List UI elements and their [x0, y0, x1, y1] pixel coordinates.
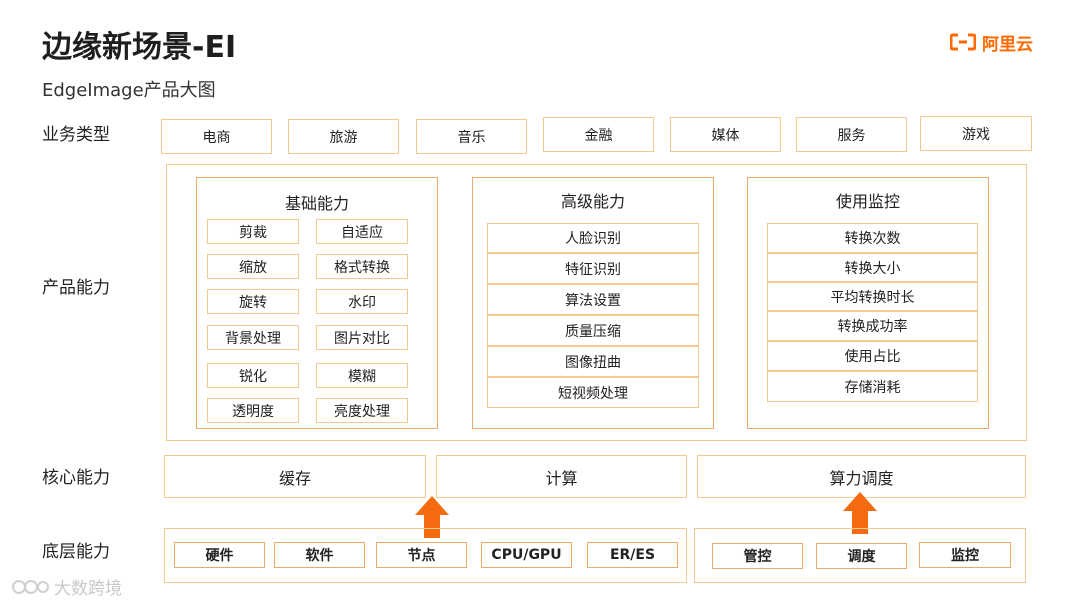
monitor-item: 转换成功率 — [767, 311, 978, 341]
aliyun-logo: 阿里云 — [950, 28, 1040, 56]
base-item: 管控 — [712, 543, 803, 569]
basic-item: 剪裁 — [207, 219, 299, 244]
row-label-product: 产品能力 — [42, 278, 110, 298]
advanced-item: 短视频处理 — [487, 377, 699, 408]
business-type-box: 旅游 — [288, 119, 399, 154]
advanced-item: 质量压缩 — [487, 315, 699, 346]
monitor-group-title: 使用监控 — [835, 192, 900, 211]
watermark: 大数跨境 — [10, 574, 122, 599]
base-item: 硬件 — [174, 542, 265, 568]
row-label-core: 核心能力 — [42, 468, 110, 488]
base-item: 调度 — [816, 543, 907, 569]
advanced-item: 图像扭曲 — [487, 346, 699, 377]
row-label-base: 底层能力 — [42, 542, 110, 562]
page-subtitle: EdgeImage产品大图 — [42, 80, 216, 101]
business-type-box: 金融 — [543, 117, 654, 152]
business-type-box: 服务 — [796, 117, 907, 152]
advanced-capability-group — [472, 177, 714, 429]
basic-item: 旋转 — [207, 289, 299, 314]
business-type-box: 音乐 — [416, 119, 527, 154]
row-label-business: 业务类型 — [42, 125, 110, 145]
base-item: 节点 — [376, 542, 467, 568]
base-item: CPU/GPU — [481, 542, 572, 568]
core-capability-box: 算力调度 — [697, 455, 1026, 498]
basic-item: 自适应 — [316, 219, 408, 244]
advanced-group-title: 高级能力 — [560, 192, 625, 211]
core-capability-box: 计算 — [436, 455, 687, 498]
business-type-box: 媒体 — [670, 117, 781, 152]
basic-item: 透明度 — [207, 398, 299, 423]
advanced-item: 特征识别 — [487, 253, 699, 284]
watermark-text: 大数跨境 — [54, 579, 122, 599]
monitor-item: 使用占比 — [767, 341, 978, 371]
basic-item: 图片对比 — [316, 325, 408, 350]
advanced-item: 人脸识别 — [487, 223, 699, 253]
basic-capability-group — [196, 177, 438, 429]
logo-text: 阿里云 — [982, 34, 1033, 55]
monitor-item: 存储消耗 — [767, 371, 978, 402]
monitor-capability-group — [747, 177, 989, 429]
base-item: ER/ES — [587, 542, 678, 568]
basic-item: 背景处理 — [207, 325, 299, 350]
page-title: 边缘新场景-EI — [42, 30, 237, 65]
arrow-up-icon — [415, 496, 449, 538]
base-item: 软件 — [274, 542, 365, 568]
basic-item: 格式转换 — [316, 254, 408, 279]
basic-item: 锐化 — [207, 363, 299, 388]
aliyun-logo-icon — [950, 33, 976, 51]
arrow-up-icon — [843, 492, 877, 534]
advanced-item: 算法设置 — [487, 284, 699, 315]
basic-group-title: 基础能力 — [284, 194, 349, 213]
base-item: 监控 — [919, 542, 1011, 568]
product-capability-panel — [166, 164, 1027, 441]
business-type-box: 游戏 — [920, 116, 1032, 151]
basic-item: 模糊 — [316, 363, 408, 388]
watermark-logo-icon — [12, 579, 49, 594]
business-type-box: 电商 — [161, 119, 272, 154]
monitor-item: 转换次数 — [767, 223, 978, 253]
monitor-item: 转换大小 — [767, 253, 978, 282]
base-right-panel — [694, 528, 1026, 583]
basic-item: 缩放 — [207, 254, 299, 279]
monitor-item: 平均转换时长 — [767, 282, 978, 311]
core-capability-box: 缓存 — [164, 455, 426, 498]
base-left-panel — [164, 528, 687, 583]
basic-item: 水印 — [316, 289, 408, 314]
basic-item: 亮度处理 — [316, 398, 408, 423]
